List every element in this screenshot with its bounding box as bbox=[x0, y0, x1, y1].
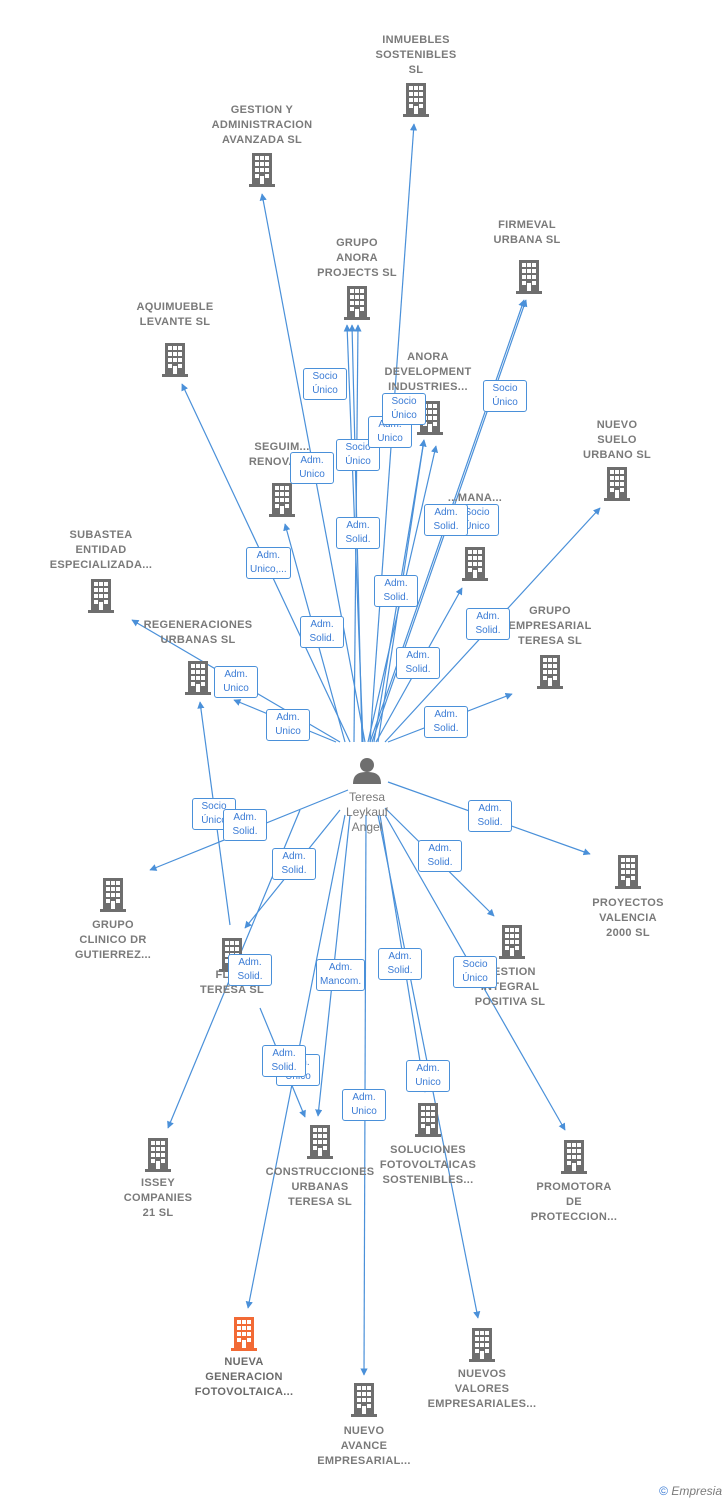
company-node-subastea[interactable]: SUBASTEA ENTIDAD ESPECIALIZADA... bbox=[26, 528, 176, 573]
relation-label[interactable]: Adm. Solid. bbox=[418, 840, 462, 872]
building-icon[interactable] bbox=[307, 1125, 333, 1159]
building-icon[interactable] bbox=[344, 286, 370, 320]
building-icon[interactable] bbox=[415, 1103, 441, 1137]
building-icon[interactable] bbox=[469, 1328, 495, 1362]
relation-label[interactable]: Adm. Unico,... bbox=[246, 547, 291, 579]
company-node-grupo-clinico[interactable]: GRUPO CLINICO DR GUTIERREZ... bbox=[38, 918, 188, 963]
company-name[interactable]: REGENERACIONES URBANAS SL bbox=[143, 619, 253, 646]
building-icon[interactable] bbox=[403, 83, 429, 117]
company-node-grupo-anora[interactable]: GRUPO ANORA PROJECTS SL bbox=[282, 236, 432, 281]
relation-label[interactable]: Adm. Solid. bbox=[374, 575, 418, 607]
company-node-anora-dev[interactable]: ANORA DEVELOPMENT INDUSTRIES... bbox=[353, 350, 503, 395]
relation-label[interactable]: Adm. Solid. bbox=[223, 809, 267, 841]
building-icon[interactable] bbox=[615, 855, 641, 889]
relation-label[interactable]: Adm. Solid. bbox=[300, 616, 344, 648]
company-name[interactable]: NUEVA GENERACION FOTOVOLTAICA... bbox=[194, 1356, 294, 1398]
relation-label[interactable]: Adm. Solid. bbox=[262, 1045, 306, 1077]
building-icon[interactable] bbox=[351, 1383, 377, 1417]
company-name[interactable]: PROYECTOS VALENCIA 2000 SL bbox=[592, 897, 664, 939]
company-name[interactable]: NUEVO AVANCE EMPRESARIAL... bbox=[317, 1425, 411, 1467]
relation-label[interactable]: Adm. Solid. bbox=[272, 848, 316, 880]
copyright-symbol: © bbox=[659, 1484, 668, 1498]
relation-label[interactable]: Socio Único bbox=[382, 393, 426, 425]
relation-label[interactable]: Adm. Unico bbox=[290, 452, 334, 484]
relation-label[interactable]: Socio Único bbox=[453, 956, 497, 988]
company-node-nuevo-avance[interactable]: NUEVO AVANCE EMPRESARIAL... bbox=[289, 1424, 439, 1469]
company-node-construcciones[interactable]: CONSTRUCCIONES URBANAS TERESA SL bbox=[245, 1165, 395, 1210]
company-name[interactable]: CONSTRUCCIONES URBANAS TERESA SL bbox=[265, 1166, 375, 1208]
building-icon[interactable] bbox=[537, 655, 563, 689]
relation-label[interactable]: Socio Único bbox=[483, 380, 527, 412]
relation-label[interactable]: Adm. Solid. bbox=[336, 517, 380, 549]
building-icon[interactable] bbox=[269, 483, 295, 517]
building-icon[interactable] bbox=[145, 1138, 171, 1172]
company-node-issey[interactable]: ISSEY COMPANIES 21 SL bbox=[83, 1176, 233, 1221]
company-node-nuevos-valores[interactable]: NUEVOS VALORES EMPRESARIALES... bbox=[407, 1367, 557, 1412]
company-node-nueva-generacion[interactable]: NUEVA GENERACION FOTOVOLTAICA... bbox=[169, 1355, 319, 1400]
building-icon[interactable] bbox=[516, 260, 542, 294]
company-node-nuevo-suelo[interactable]: NUEVO SUELO URBANO SL bbox=[542, 418, 692, 463]
relation-label[interactable]: Adm. Unico bbox=[342, 1089, 386, 1121]
relation-label[interactable]: Adm. Solid. bbox=[468, 800, 512, 832]
building-icon[interactable] bbox=[185, 661, 211, 695]
company-name[interactable]: GRUPO CLINICO DR GUTIERREZ... bbox=[74, 919, 152, 961]
company-name[interactable]: NUEVOS VALORES EMPRESARIALES... bbox=[427, 1368, 537, 1410]
company-node-promotora[interactable]: PROMOTORA DE PROTECCION... bbox=[499, 1180, 649, 1225]
relation-label[interactable]: Adm. Solid. bbox=[378, 948, 422, 980]
company-name[interactable]: AQUIMUEBLE LEVANTE SL bbox=[136, 301, 214, 328]
company-node-gestion-integral[interactable]: GESTION INTEGRAL POSITIVA SL bbox=[435, 965, 585, 1010]
relation-label[interactable]: Adm. Unico bbox=[406, 1060, 450, 1092]
company-node-inmuebles[interactable]: INMUEBLES SOSTENIBLES SL bbox=[341, 33, 491, 78]
relation-label[interactable]: Adm. Mancom. bbox=[316, 959, 366, 991]
company-name[interactable]: SUBASTEA ENTIDAD ESPECIALIZADA... bbox=[49, 529, 153, 571]
company-node-aquimueble[interactable]: AQUIMUEBLE LEVANTE SL bbox=[100, 300, 250, 330]
company-name[interactable]: ISSEY COMPANIES 21 SL bbox=[123, 1177, 193, 1219]
company-name[interactable]: FIRMEVAL URBANA SL bbox=[493, 219, 561, 246]
building-icon[interactable] bbox=[462, 547, 488, 581]
company-name[interactable]: GESTION INTEGRAL POSITIVA SL bbox=[474, 966, 546, 1008]
relation-label[interactable]: Adm. Solid. bbox=[396, 647, 440, 679]
company-node-firmeval[interactable]: FIRMEVAL URBANA SL bbox=[452, 218, 602, 248]
building-icon[interactable] bbox=[499, 925, 525, 959]
building-icon[interactable] bbox=[88, 579, 114, 613]
relation-label[interactable]: Adm. Unico bbox=[214, 666, 258, 698]
building-icon[interactable] bbox=[100, 878, 126, 912]
building-icon[interactable] bbox=[249, 153, 275, 187]
company-name[interactable]: SOLUCIONES FOTOVOLTAICAS SOSTENIBLES... bbox=[379, 1144, 477, 1186]
center-person-name[interactable]: Teresa Leykauf Angel bbox=[345, 790, 389, 834]
person-icon[interactable] bbox=[353, 758, 381, 784]
relation-label[interactable]: Adm. Unico bbox=[266, 709, 310, 741]
company-node-regeneraciones[interactable]: REGENERACIONES URBANAS SL bbox=[123, 618, 273, 648]
copyright: © Empresia bbox=[659, 1484, 722, 1498]
company-name[interactable]: PROMOTORA DE PROTECCION... bbox=[530, 1181, 618, 1223]
company-node-gestion-admin[interactable]: GESTION Y ADMINISTRACION AVANZADA SL bbox=[187, 103, 337, 148]
brand-logo[interactable]: Empresia bbox=[671, 1484, 722, 1498]
company-name[interactable]: INMUEBLES SOSTENIBLES SL bbox=[375, 34, 457, 76]
company-name[interactable]: GRUPO EMPRESARIAL TERESA SL bbox=[508, 605, 592, 647]
company-name[interactable]: GESTION Y ADMINISTRACION AVANZADA SL bbox=[211, 104, 313, 146]
relation-label[interactable]: Adm. Solid. bbox=[424, 504, 468, 536]
building-icon[interactable] bbox=[162, 343, 188, 377]
building-icon[interactable] bbox=[561, 1140, 587, 1174]
company-name[interactable]: SEGUIM... RENOVAN... bbox=[248, 441, 316, 468]
building-icon[interactable] bbox=[231, 1317, 257, 1351]
company-name[interactable]: NUEVO SUELO URBANO SL bbox=[582, 419, 652, 461]
company-node-proyectos-valencia[interactable]: PROYECTOS VALENCIA 2000 SL bbox=[553, 896, 703, 941]
relation-label[interactable]: Adm. Solid. bbox=[424, 706, 468, 738]
company-node-grupo-empresarial[interactable]: GRUPO EMPRESARIAL TERESA SL bbox=[475, 604, 625, 649]
company-node-seguim[interactable]: SEGUIM... RENOVAN... bbox=[207, 440, 357, 470]
building-icon[interactable] bbox=[604, 467, 630, 501]
company-name[interactable]: GRUPO ANORA PROJECTS SL bbox=[317, 237, 397, 279]
relation-label[interactable]: Socio Único bbox=[303, 368, 347, 400]
relation-label[interactable]: Adm. Solid. bbox=[466, 608, 510, 640]
relation-label[interactable]: Adm. Solid. bbox=[228, 954, 272, 986]
company-name[interactable]: ANORA DEVELOPMENT INDUSTRIES... bbox=[384, 351, 472, 393]
company-node-soluciones[interactable]: SOLUCIONES FOTOVOLTAICAS SOSTENIBLES... bbox=[353, 1143, 503, 1188]
